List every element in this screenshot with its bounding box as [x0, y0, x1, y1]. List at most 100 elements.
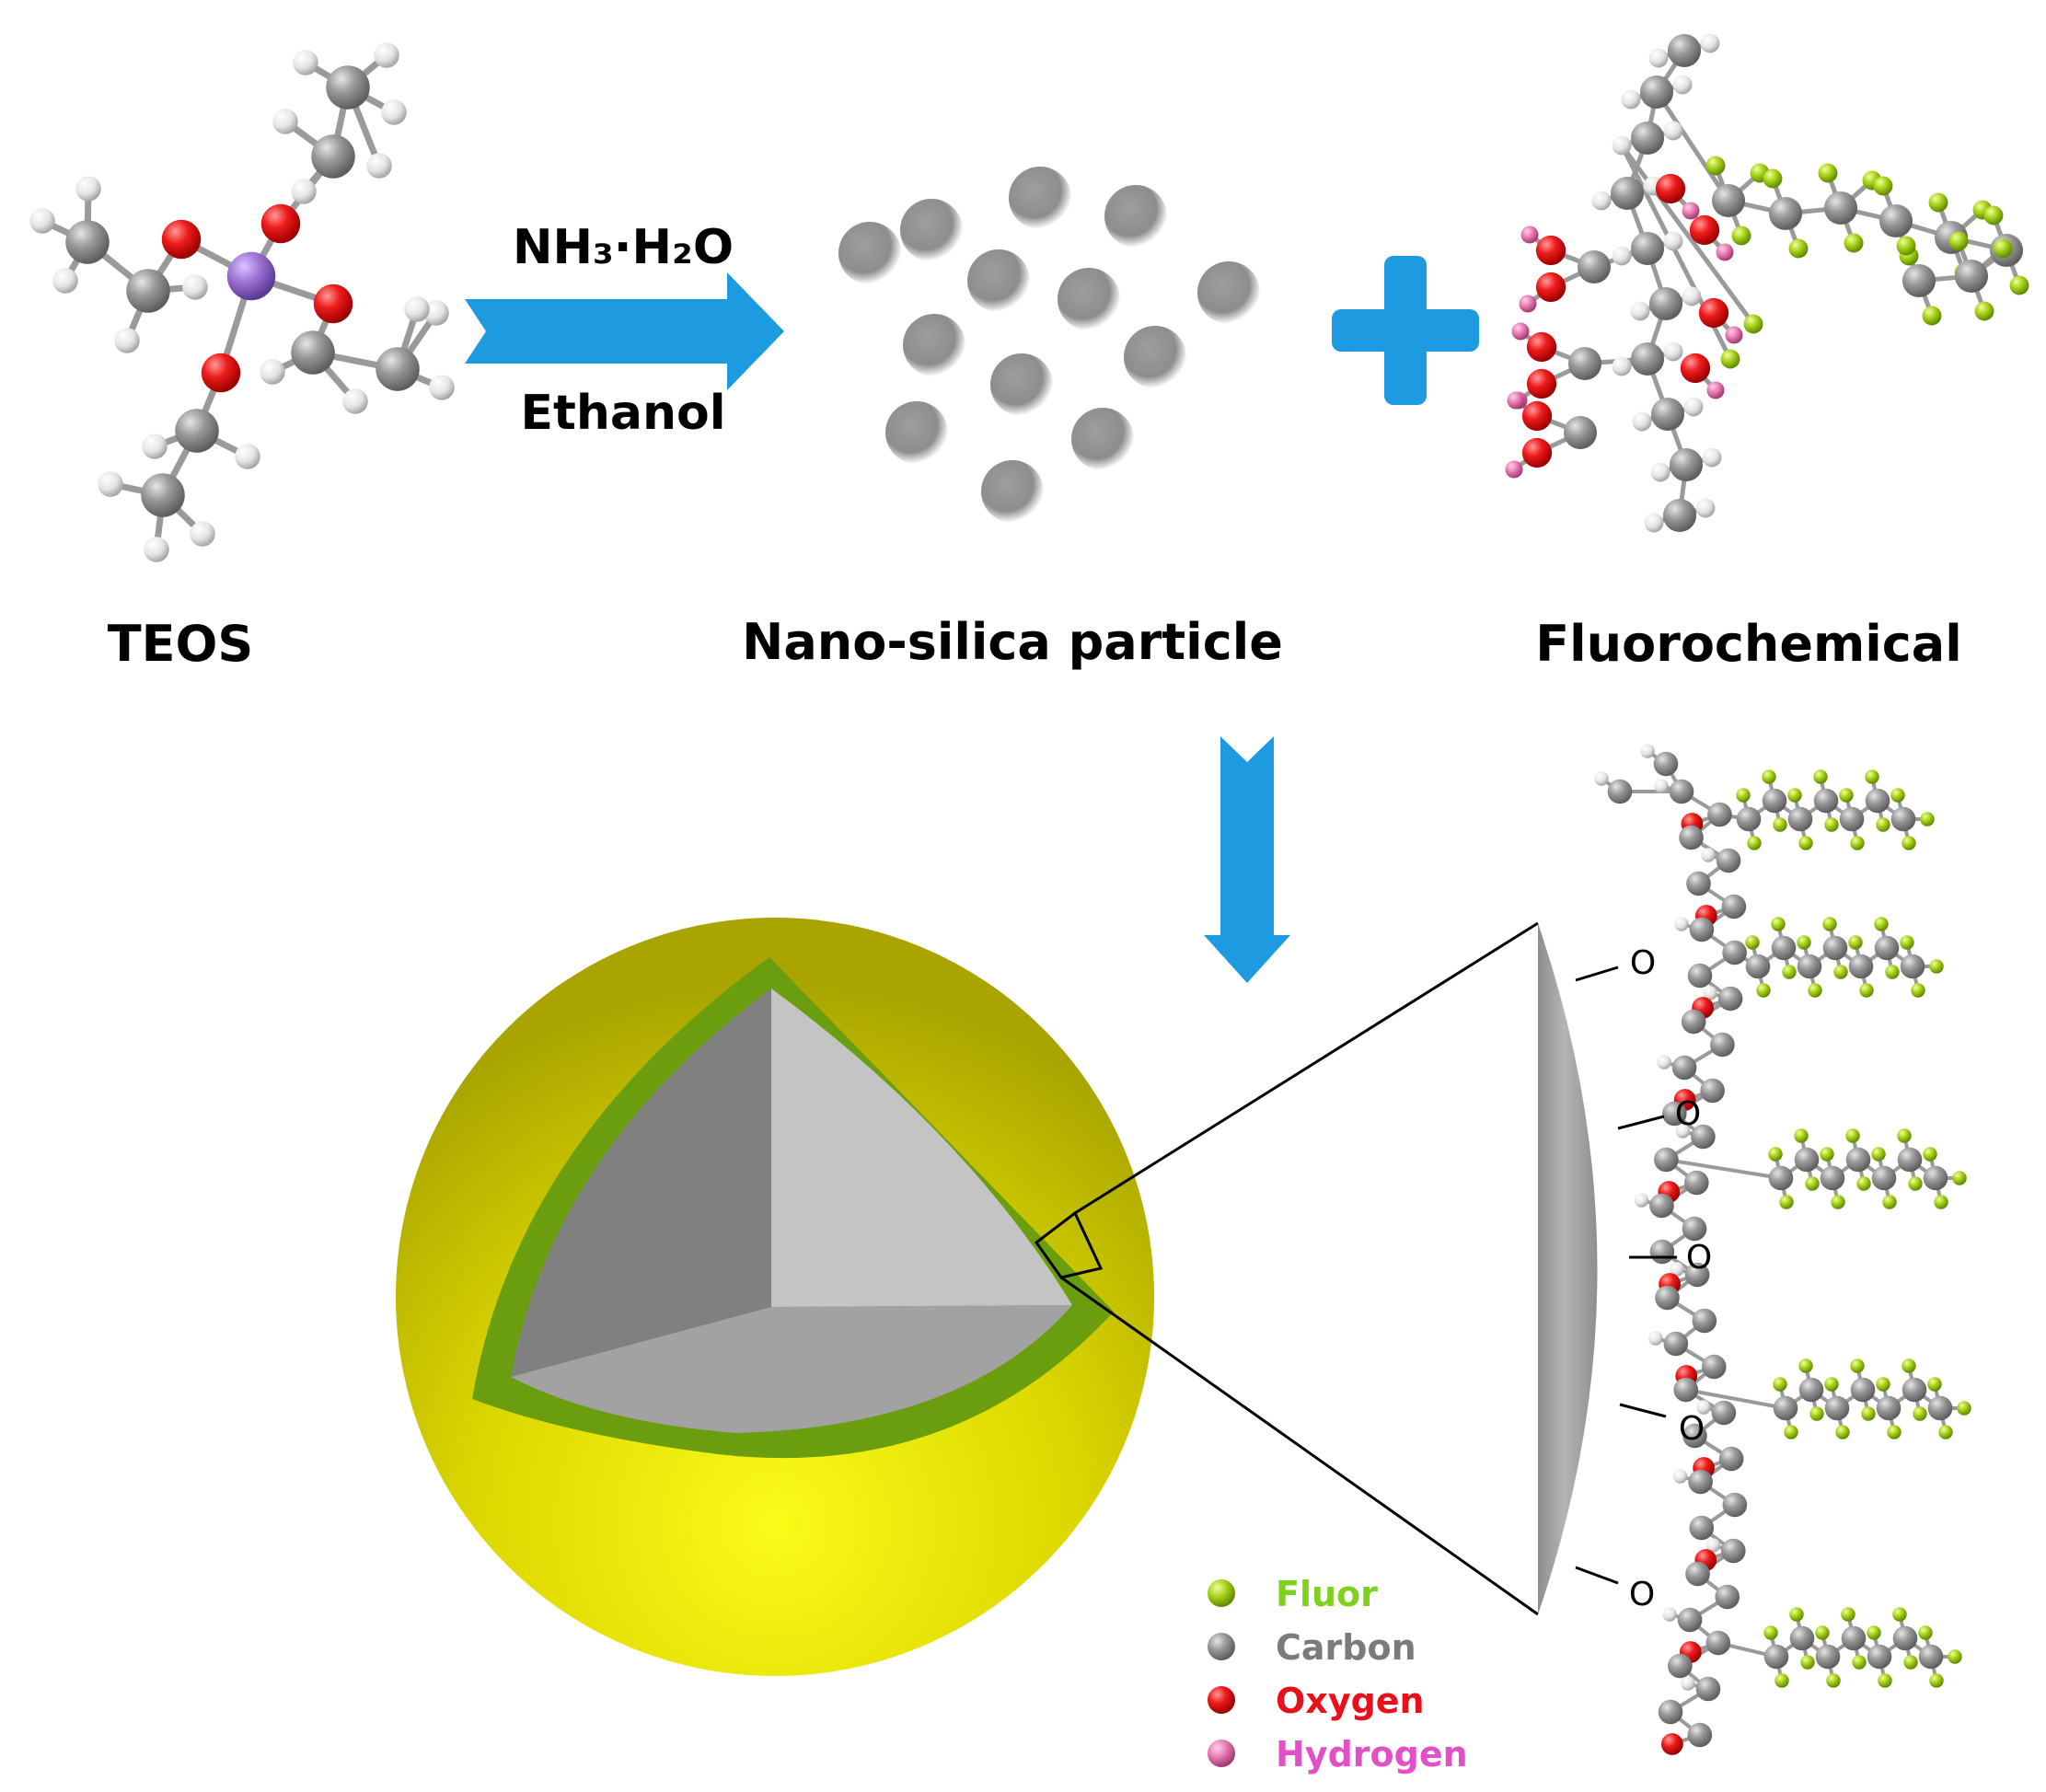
carbon-atom-icon	[1900, 954, 1925, 979]
carbon-atom-icon	[1655, 1285, 1680, 1311]
carbon-atom-icon	[1710, 1032, 1735, 1058]
fluor-atom-icon	[1789, 1607, 1804, 1622]
fluor-atom-icon	[1815, 1625, 1830, 1640]
carbon-atom-icon	[1682, 1216, 1707, 1242]
fluor-atom-icon	[1850, 1358, 1865, 1373]
hydrogen-atom-icon	[98, 471, 123, 497]
carbon-atom-icon	[1716, 848, 1741, 873]
hydrogen-atom-icon	[1682, 202, 1700, 220]
teos-label: TEOS	[108, 615, 254, 673]
fluor-atom-icon	[1768, 1147, 1783, 1162]
fluor-atom-icon	[1813, 769, 1828, 784]
carbon-atom-icon	[1890, 806, 1916, 832]
silicon-atom-icon	[226, 251, 276, 301]
reagent-label-top: NH₃·H₂O	[513, 220, 734, 275]
teos-molecule	[29, 42, 455, 562]
carbon-atom-icon	[1607, 779, 1633, 804]
fluor-atom-icon	[1922, 306, 1942, 326]
fluor-atom-icon	[1938, 1425, 1953, 1439]
silica-particle	[1104, 185, 1167, 248]
hydrogen-atom-icon	[1621, 89, 1641, 110]
fluor-atom-icon	[1762, 769, 1776, 784]
fluor-atom-icon	[1874, 917, 1889, 931]
fluor-atom-icon	[1952, 1171, 1967, 1185]
carbon-atom-icon	[141, 473, 185, 517]
carbon-atom-icon	[1820, 1165, 1845, 1191]
carbon-atom-icon	[1902, 263, 1936, 298]
carbon-atom-icon	[1662, 498, 1697, 533]
carbon-atom-icon	[1762, 788, 1787, 814]
fluor-atom-icon	[1736, 788, 1751, 803]
oxygen-bonds: O O O O O	[1575, 944, 1712, 1613]
fluor-atom-icon	[1763, 168, 1783, 189]
hydrogen-atom-icon	[75, 176, 101, 202]
carbon-atom-icon	[1649, 1239, 1675, 1265]
hydrogen-atom-icon	[1507, 391, 1525, 410]
oxygen-atom-icon	[1689, 214, 1720, 246]
fluor-atom-icon	[1848, 935, 1863, 950]
legend-label-hydrogen: Hydrogen	[1276, 1734, 1468, 1775]
carbon-atom-icon	[326, 65, 370, 110]
carbon-atom-icon	[1841, 1625, 1867, 1651]
hydrogen-atom-icon	[423, 300, 449, 326]
carbon-atom-icon	[376, 347, 420, 391]
fluor-atom-icon	[1747, 836, 1762, 850]
carbon-atom-icon	[1813, 788, 1839, 814]
carbon-atom-icon	[1654, 1147, 1679, 1173]
carbon-atom-icon	[1650, 397, 1685, 432]
fluor-atom-icon	[1867, 1625, 1881, 1640]
fluor-atom-icon	[1808, 983, 1822, 998]
zoom-indicator	[1034, 921, 1539, 1616]
hydrogen-atom-icon	[52, 268, 78, 294]
hydrogen-atom-icon	[1519, 295, 1537, 313]
fluor-atom-icon	[1885, 965, 1900, 979]
carbon-atom-icon	[1848, 954, 1874, 979]
fluor-atom-icon	[1871, 1147, 1886, 1162]
carbon-atom-icon	[1610, 176, 1645, 211]
carbon-atom-icon	[1839, 806, 1865, 832]
oxygen-atom-icon	[1526, 331, 1557, 363]
oxygen-bond-label: O	[1675, 1095, 1701, 1133]
atom-legend: Fluor Carbon Oxygen Hydrogen	[1208, 1574, 1468, 1775]
fluor-atom-icon	[1756, 983, 1771, 998]
fluor-atom-icon	[1927, 1377, 1942, 1392]
carbon-atom-icon	[1630, 341, 1665, 376]
fluor-atom-icon	[1878, 1673, 1892, 1688]
carbon-atom-icon	[1667, 33, 1702, 68]
carbon-atom-icon	[1874, 935, 1900, 961]
oxygen-bond-label: O	[1679, 1410, 1705, 1448]
carbon-atom-icon	[1711, 183, 1746, 218]
fluor-atom-icon	[1876, 1377, 1890, 1392]
carbon-atom-icon	[1715, 1584, 1740, 1610]
oxygen-bond-label: O	[1686, 1239, 1712, 1277]
fluor-atom-icon	[1902, 836, 1916, 850]
hydrogen-atom-icon	[1505, 460, 1523, 479]
carbon-atom-icon	[1876, 1395, 1902, 1421]
carbon-atom-icon	[1700, 1078, 1725, 1104]
carbon-atom-icon	[1923, 1165, 1948, 1191]
plus-icon	[1332, 256, 1479, 405]
fluor-atom-icon	[1779, 1195, 1794, 1209]
carbon-atom-icon	[175, 409, 219, 453]
carbon-atom-icon	[1679, 825, 1704, 850]
fluor-atom-icon	[1882, 1195, 1897, 1209]
fluor-atom-icon	[1887, 1425, 1902, 1439]
hydrogen-atom-icon	[291, 179, 317, 204]
fluor-atom-icon	[2009, 275, 2029, 295]
fluor-atom-icon	[1929, 959, 1944, 974]
fluor-atom-icon	[1798, 1358, 1813, 1373]
carbon-atom-icon	[1867, 1644, 1892, 1670]
hydrogen-atom-icon	[381, 99, 407, 125]
fluor-atom-icon	[1983, 205, 2004, 225]
carbon-atom-icon	[1653, 751, 1679, 777]
carbon-atom-icon	[126, 269, 170, 313]
fluor-atom-icon	[1831, 1195, 1845, 1209]
carbon-atom-icon	[1850, 1377, 1876, 1403]
legend-item-oxygen: Oxygen	[1208, 1681, 1425, 1721]
hydrogen-atom-icon	[235, 444, 260, 469]
oxygen-atom-icon	[260, 203, 301, 244]
carbon-atom-icon	[1902, 1377, 1927, 1403]
hydrogen-atom-icon	[1663, 121, 1683, 141]
carbon-atom-icon	[1718, 1446, 1744, 1472]
